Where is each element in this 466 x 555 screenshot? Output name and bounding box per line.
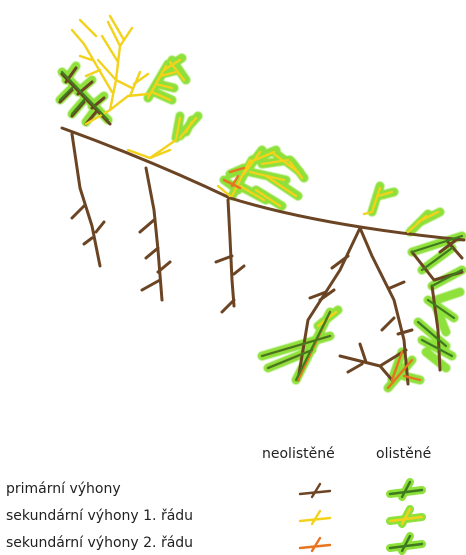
legend-swatch-secondary1-bare bbox=[300, 511, 330, 524]
secondary-shoots-2 bbox=[224, 168, 420, 388]
legend-label-primary: primární výhony bbox=[6, 481, 121, 497]
legend-header-leafy: olistěné bbox=[376, 446, 431, 462]
primary-shoots bbox=[60, 68, 464, 384]
legend-label-secondary2: sekundární výhony 2. řádu bbox=[6, 535, 193, 551]
legend-header-bare: neolistěné bbox=[262, 446, 335, 462]
legend-swatch-secondary2-leafy bbox=[390, 536, 422, 551]
legend-swatch-primary-leafy bbox=[390, 482, 422, 497]
legend-swatch-secondary2-bare bbox=[300, 538, 330, 551]
legend-swatch-secondary1-leafy bbox=[390, 509, 422, 524]
legend-swatches bbox=[300, 482, 422, 551]
legend-swatch-primary-bare bbox=[300, 484, 330, 497]
leafy-shoots-glow bbox=[60, 58, 462, 388]
legend-label-secondary1: sekundární výhony 1. řádu bbox=[6, 508, 193, 524]
